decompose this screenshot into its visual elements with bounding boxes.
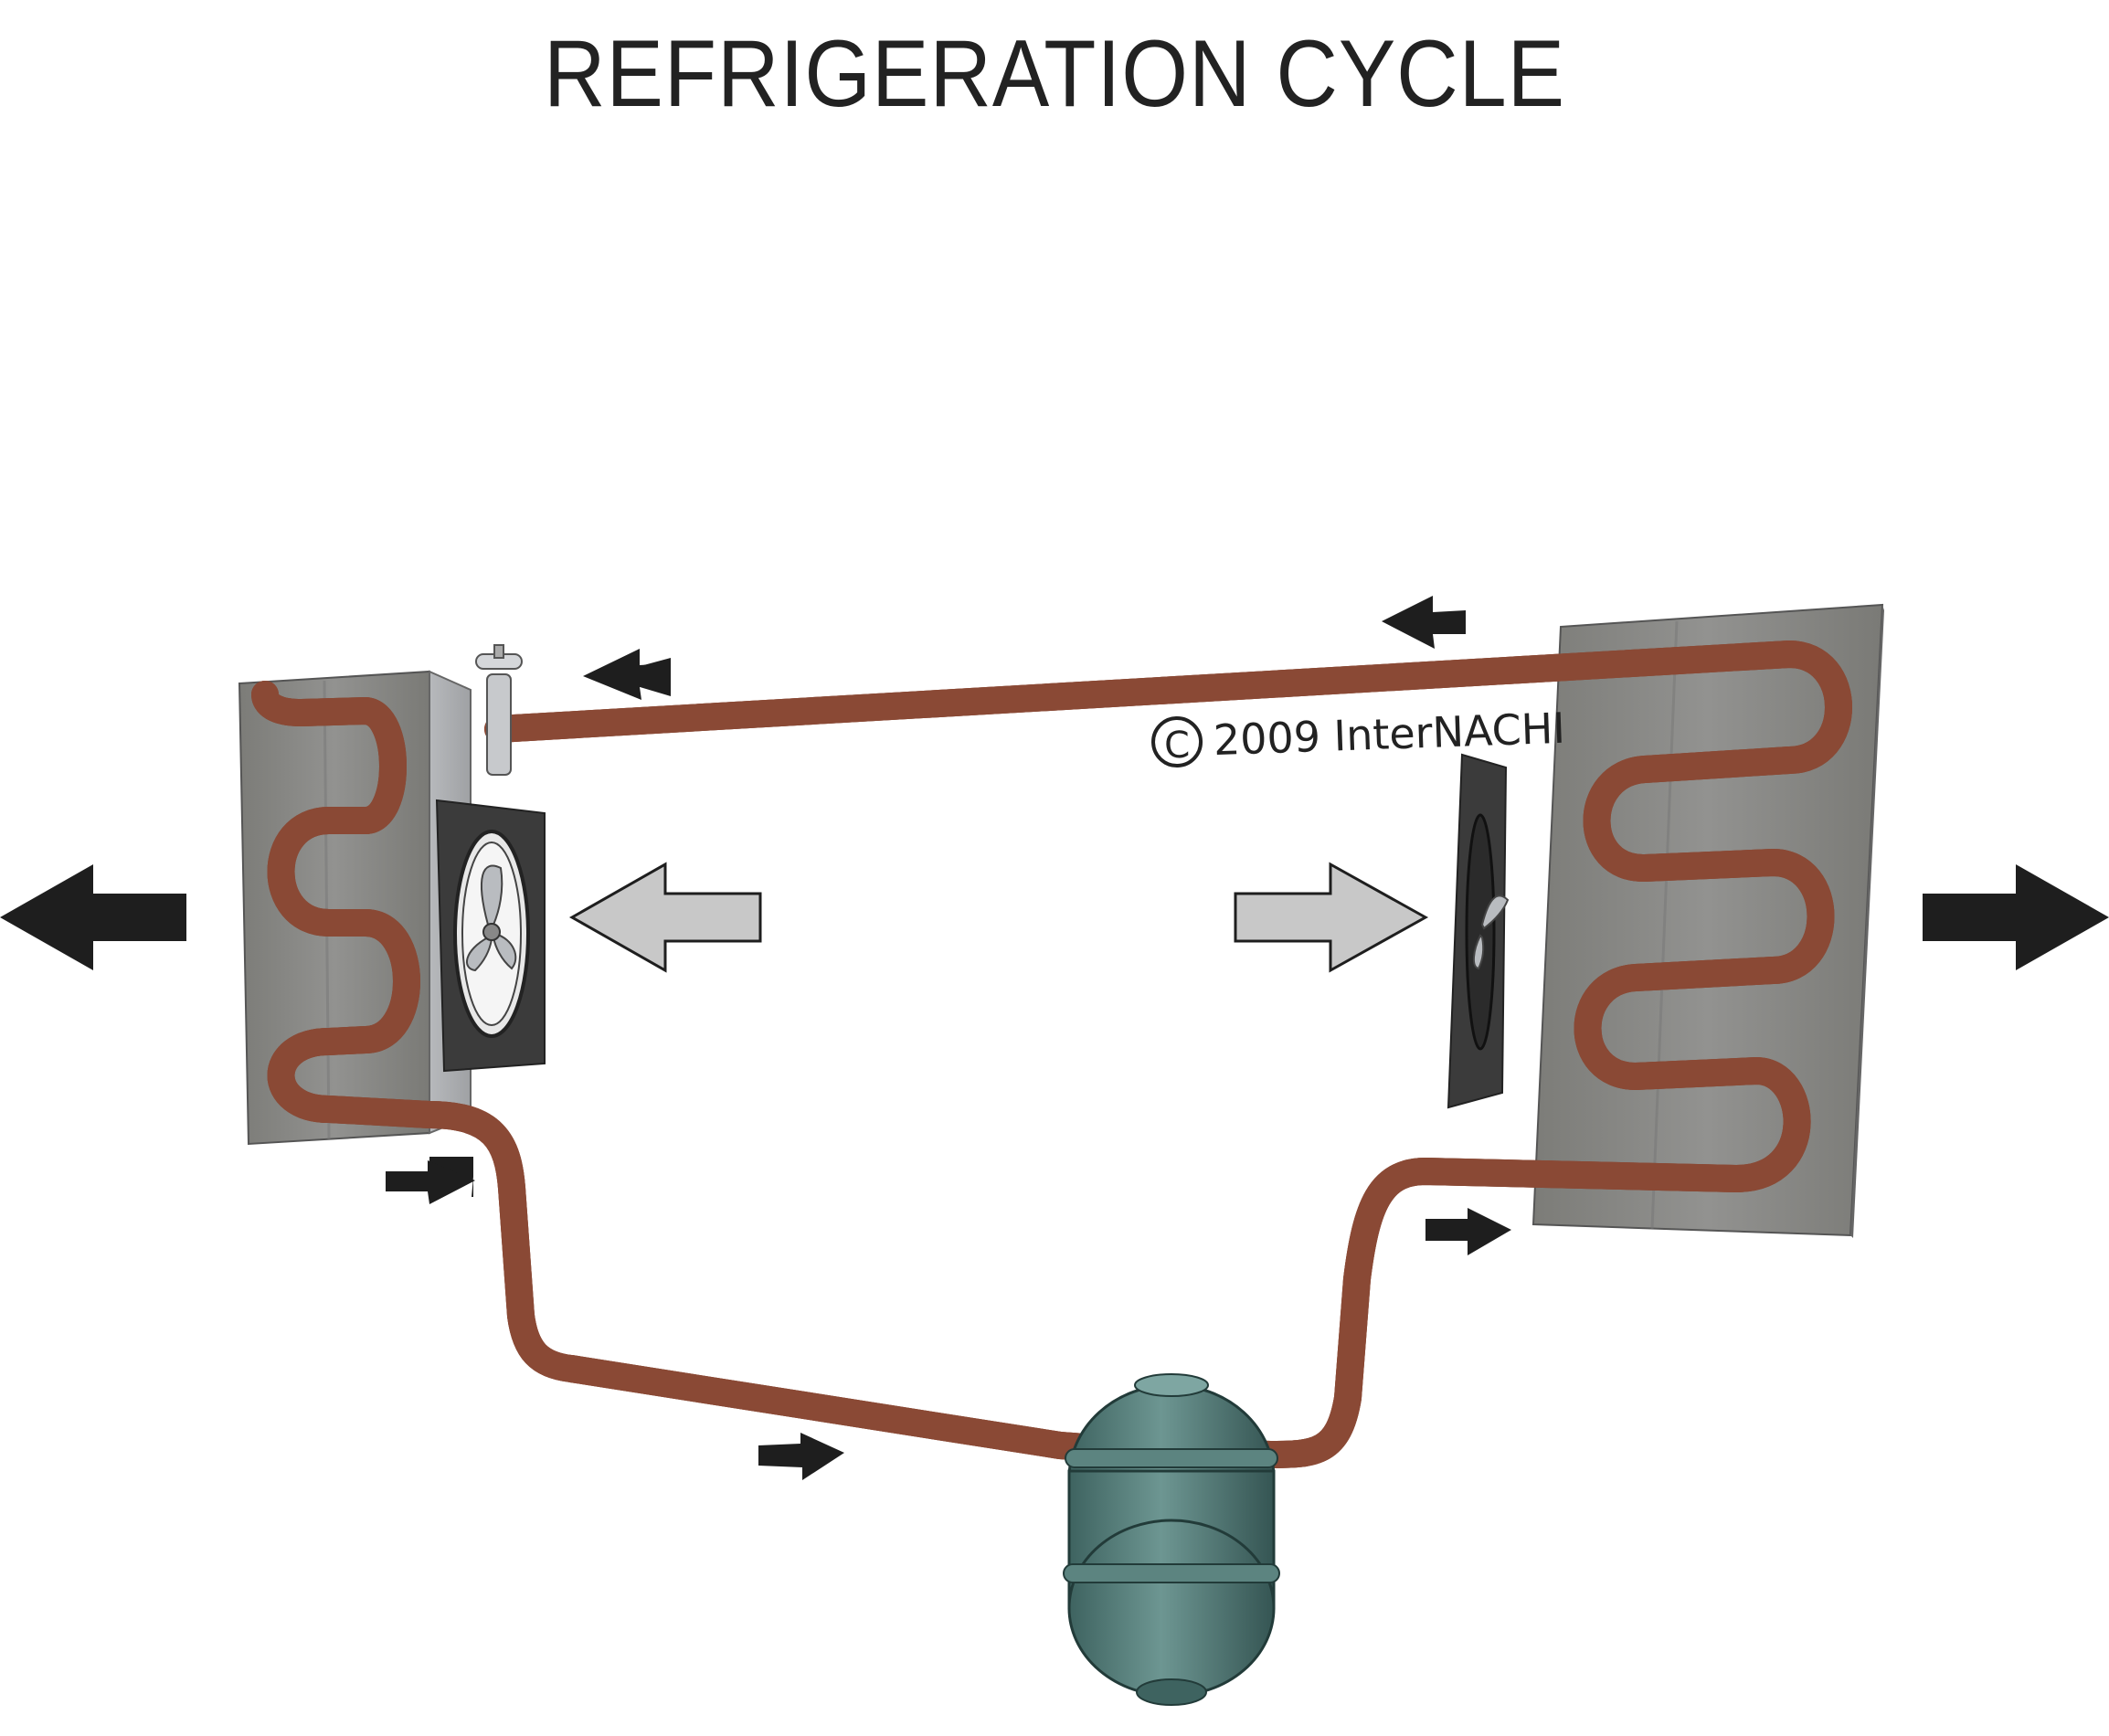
air-arrows — [568, 862, 1429, 973]
heat-out-left-arrow-icon — [0, 864, 186, 970]
left-fan-icon — [435, 799, 546, 1073]
copper-pipe — [251, 640, 1839, 1468]
copyright-symbol: C — [1150, 715, 1203, 768]
right-fan-icon — [1447, 753, 1510, 1109]
flow-arrow-icon — [1382, 596, 1466, 649]
flow-arrows — [386, 596, 1511, 1480]
air-in-left-arrow-icon — [568, 862, 762, 973]
flow-arrow-icon — [583, 649, 671, 700]
flow-arrow-icon — [1425, 1208, 1511, 1255]
compressor-icon — [1063, 1373, 1280, 1706]
expansion-valve-icon — [475, 644, 523, 776]
heat-out-right-arrow-icon — [1923, 864, 2109, 970]
flow-arrow-icon — [758, 1433, 844, 1480]
flow-arrow-icon — [386, 1160, 475, 1204]
air-in-right-arrow-icon — [1234, 862, 1429, 973]
heat-arrows — [0, 864, 2109, 970]
diagram-title: REFRIGERATION CYCLE — [544, 21, 1565, 127]
